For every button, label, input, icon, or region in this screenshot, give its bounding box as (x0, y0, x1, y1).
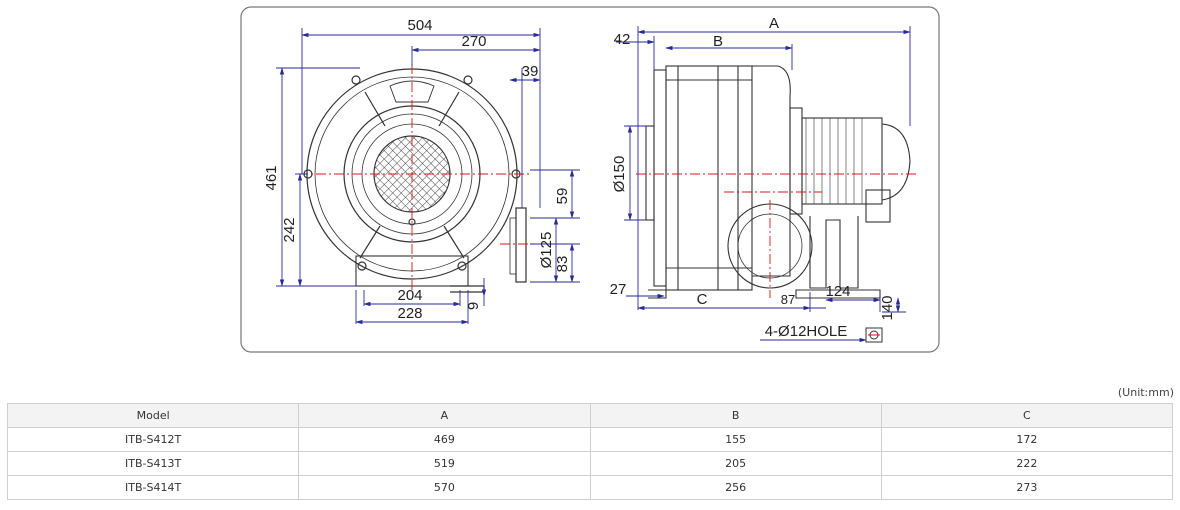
table-row: ITB-S412T 469 155 172 (6, 427, 1174, 452)
dim-outlet-diameter: Ø125 (538, 232, 555, 269)
dim-outlet-upper: 59 (554, 188, 571, 205)
hole-symbol-icon (865, 327, 883, 343)
dim-center-height: 242 (281, 217, 298, 242)
dim-overall-height: 461 (263, 165, 280, 190)
dim-inlet-diameter: Ø150 (611, 156, 628, 193)
inlet-flange (645, 125, 655, 221)
dim-overall-width: 504 (407, 17, 432, 34)
dim-motor-offset: 87 (781, 292, 795, 307)
cell-c: 172 (880, 427, 1174, 452)
dimension-drawing: 504 270 39 461 242 59 Ø125 83 204 228 9 (240, 6, 940, 353)
table-row: ITB-S414T 570 256 273 (6, 475, 1174, 500)
fan-housing (665, 65, 753, 291)
dim-base-inner: 204 (397, 287, 422, 304)
dim-length-b: B (713, 33, 723, 50)
header-a: A (298, 403, 591, 428)
cell-b: 155 (589, 427, 882, 452)
dim-outlet-offset: 39 (522, 63, 539, 80)
dim-length-a: A (769, 15, 779, 32)
header-b: B (589, 403, 882, 428)
dim-foot-offset: 27 (610, 281, 627, 298)
side-view (645, 65, 911, 299)
dim-holes: 4-Ø12HOLE (765, 323, 848, 340)
dim-outlet-lower: 83 (554, 256, 571, 273)
motor-body (801, 117, 883, 205)
unit-label: (Unit:mm) (1117, 386, 1174, 399)
cell-model: ITB-S412T (6, 427, 300, 452)
table-row: ITB-S413T 519 205 222 (6, 451, 1174, 476)
dim-flange-offset: 42 (614, 31, 631, 48)
front-dimension-lines (276, 28, 580, 325)
dim-base-thickness: 9 (465, 302, 482, 310)
drawing-frame (240, 6, 940, 353)
header-c: C (880, 403, 1174, 428)
cell-a: 570 (298, 475, 591, 500)
side-dimension-lines (616, 26, 911, 343)
cell-a: 469 (298, 427, 591, 452)
dim-foot-span: 124 (825, 283, 850, 300)
cell-c: 222 (880, 451, 1174, 476)
dim-length-c: C (697, 291, 708, 308)
drawing-svg: 504 270 39 461 242 59 Ø125 83 204 228 9 (240, 6, 940, 353)
side-centerlines (636, 173, 916, 298)
cell-c: 273 (880, 475, 1174, 500)
cell-b: 256 (589, 475, 882, 500)
dim-half-width: 270 (461, 33, 486, 50)
dim-base-outer: 228 (397, 305, 422, 322)
dimension-table: Model A B C ITB-S412T 469 155 172 ITB-S4… (6, 403, 1174, 500)
front-centerlines (298, 64, 536, 292)
header-model: Model (6, 403, 300, 428)
cell-a: 519 (298, 451, 591, 476)
cell-model: ITB-S413T (6, 451, 300, 476)
cell-b: 205 (589, 451, 882, 476)
cell-model: ITB-S414T (6, 475, 300, 500)
table-header-row: Model A B C (6, 403, 1174, 428)
dim-foot-height: 140 (879, 295, 896, 320)
